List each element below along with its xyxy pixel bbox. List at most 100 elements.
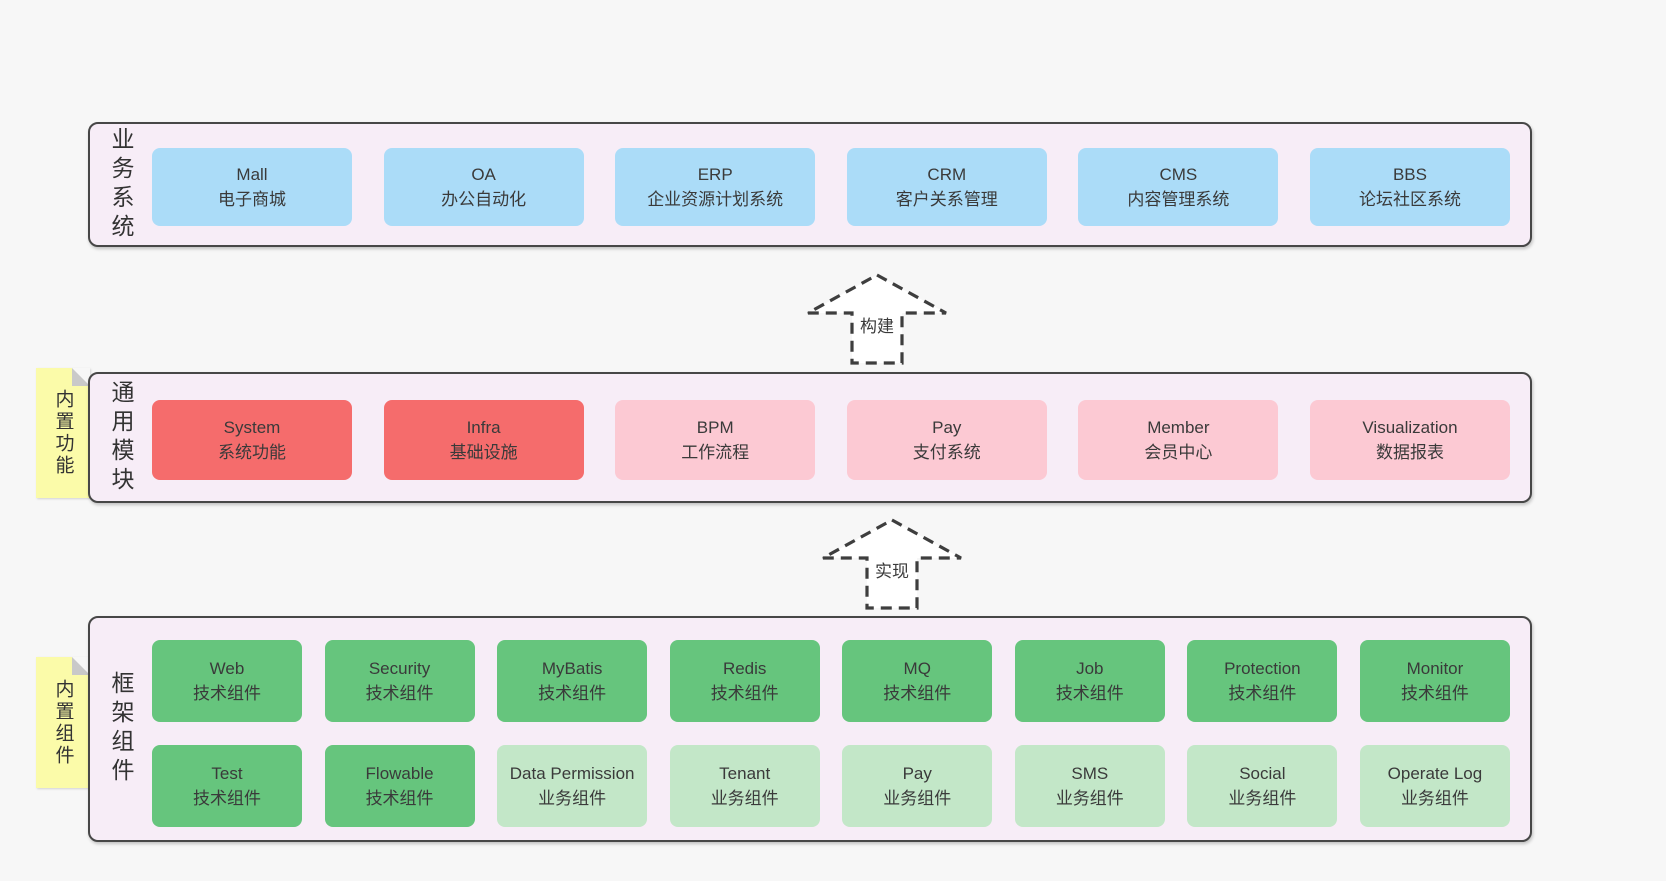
implement-arrow: 实现 bbox=[820, 517, 964, 611]
box-subtitle: 技术组件 bbox=[538, 684, 607, 703]
box-title: SMS bbox=[1071, 764, 1109, 783]
box-subtitle: 企业资源计划系统 bbox=[647, 190, 784, 209]
box-bpm: BPM 工作流程 bbox=[615, 400, 816, 480]
framework-box-row-1: Web 技术组件 Security 技术组件 MyBatis 技术组件 Redis 技术… bbox=[152, 640, 1510, 722]
box-mybatis: MyBatis 技术组件 bbox=[497, 640, 648, 722]
panel-label-business: 业务系统 bbox=[92, 124, 150, 245]
box-subtitle: 工作流程 bbox=[681, 443, 750, 462]
sticky-note-builtin-components: 内置组件 bbox=[36, 657, 90, 788]
box-subtitle: 业务组件 bbox=[1228, 789, 1297, 808]
framework-box-row-2: Test 技术组件 Flowable 技术组件 Data Permission 业务组… bbox=[152, 745, 1510, 827]
panel-framework-components: 框架组件 Web 技术组件 Security 技术组件 MyBatis 技术组件 Re… bbox=[88, 616, 1532, 842]
box-member: Member 会员中心 bbox=[1078, 400, 1279, 480]
box-sms: SMS 业务组件 bbox=[1014, 745, 1165, 827]
box-title: Protection bbox=[1224, 659, 1301, 678]
box-web: Web 技术组件 bbox=[152, 640, 302, 722]
box-subtitle: 技术组件 bbox=[1400, 684, 1469, 703]
box-title: CMS bbox=[1159, 165, 1198, 184]
box-title: ERP bbox=[697, 165, 733, 184]
box-subtitle: 内容管理系统 bbox=[1127, 190, 1230, 209]
box-title: OA bbox=[471, 165, 496, 184]
box-subtitle: 技术组件 bbox=[883, 684, 952, 703]
box-subtitle: 技术组件 bbox=[365, 789, 434, 808]
box-infra: Infra 基础设施 bbox=[383, 400, 584, 480]
box-monitor: Monitor 技术组件 bbox=[1359, 640, 1510, 722]
box-subtitle: 论坛社区系统 bbox=[1358, 190, 1461, 209]
panel-label-text: 业务系统 bbox=[108, 126, 134, 243]
box-tenant: Tenant 业务组件 bbox=[669, 745, 820, 827]
box-cms: CMS 内容管理系统 bbox=[1078, 148, 1279, 226]
box-crm: CRM 客户关系管理 bbox=[846, 148, 1047, 226]
box-subtitle: 数据报表 bbox=[1375, 443, 1444, 462]
box-subtitle: 业务组件 bbox=[538, 789, 607, 808]
box-pay: Pay 支付系统 bbox=[846, 400, 1047, 480]
box-erp: ERP 企业资源计划系统 bbox=[615, 148, 816, 226]
box-title: CRM bbox=[927, 165, 967, 184]
box-subtitle: 电子商城 bbox=[218, 190, 286, 209]
box-subtitle: 支付系统 bbox=[912, 443, 981, 462]
box-title: MyBatis bbox=[541, 659, 603, 678]
box-subtitle: 会员中心 bbox=[1144, 443, 1213, 462]
box-title: BBS bbox=[1392, 165, 1427, 184]
box-title: Web bbox=[209, 659, 245, 678]
box-pay-biz: Pay 业务组件 bbox=[842, 745, 993, 827]
box-redis: Redis 技术组件 bbox=[669, 640, 820, 722]
box-title: Infra bbox=[466, 418, 501, 437]
panel-label-text: 框架组件 bbox=[108, 671, 134, 787]
panel-label-framework: 框架组件 bbox=[92, 618, 150, 840]
box-subtitle: 技术组件 bbox=[365, 684, 434, 703]
box-flowable: Flowable 技术组件 bbox=[324, 745, 475, 827]
box-title: Data Permission bbox=[509, 764, 635, 783]
box-subtitle: 技术组件 bbox=[193, 684, 261, 703]
box-title: Pay bbox=[932, 418, 962, 437]
panel-label-modules: 通用模块 bbox=[92, 374, 150, 501]
box-title: Operate Log bbox=[1387, 764, 1483, 783]
box-subtitle: 基础设施 bbox=[449, 443, 518, 462]
box-subtitle: 技术组件 bbox=[1055, 684, 1124, 703]
box-security: Security 技术组件 bbox=[324, 640, 475, 722]
box-title: Flowable bbox=[365, 764, 434, 783]
box-subtitle: 业务组件 bbox=[883, 789, 952, 808]
arrow-label-build: 构建 bbox=[857, 311, 897, 338]
box-subtitle: 技术组件 bbox=[710, 684, 779, 703]
box-subtitle: 办公自动化 bbox=[441, 190, 527, 209]
box-bbs: BBS 论坛社区系统 bbox=[1309, 148, 1510, 226]
box-subtitle: 业务组件 bbox=[1055, 789, 1124, 808]
box-title: BPM bbox=[696, 418, 734, 437]
box-test: Test 技术组件 bbox=[152, 745, 302, 827]
box-oa: OA 办公自动化 bbox=[383, 148, 584, 226]
box-title: Test bbox=[211, 764, 243, 783]
box-subtitle: 技术组件 bbox=[193, 789, 261, 808]
box-title: Pay bbox=[902, 764, 932, 783]
sticky-note-builtin-features: 内置功能 bbox=[36, 368, 90, 498]
box-title: Redis bbox=[722, 659, 767, 678]
box-title: Security bbox=[368, 659, 431, 678]
box-subtitle: 客户关系管理 bbox=[895, 190, 998, 209]
arrow-label-implement: 实现 bbox=[872, 556, 912, 583]
panel-label-text: 通用模块 bbox=[108, 379, 134, 496]
box-subtitle: 业务组件 bbox=[710, 789, 779, 808]
box-title: Visualization bbox=[1362, 418, 1458, 437]
sticky-text: 内置功能 bbox=[52, 389, 74, 477]
box-job: Job 技术组件 bbox=[1014, 640, 1165, 722]
box-title: Monitor bbox=[1406, 659, 1464, 678]
sticky-text: 内置组件 bbox=[52, 678, 74, 767]
box-title: Member bbox=[1147, 418, 1210, 437]
box-data-permission: Data Permission 业务组件 bbox=[497, 745, 648, 827]
box-title: Job bbox=[1076, 659, 1104, 678]
box-visualization: Visualization 数据报表 bbox=[1309, 400, 1510, 480]
box-protection: Protection 技术组件 bbox=[1187, 640, 1338, 722]
box-title: Tenant bbox=[719, 764, 771, 783]
box-subtitle: 系统功能 bbox=[218, 443, 286, 462]
box-subtitle: 技术组件 bbox=[1228, 684, 1297, 703]
